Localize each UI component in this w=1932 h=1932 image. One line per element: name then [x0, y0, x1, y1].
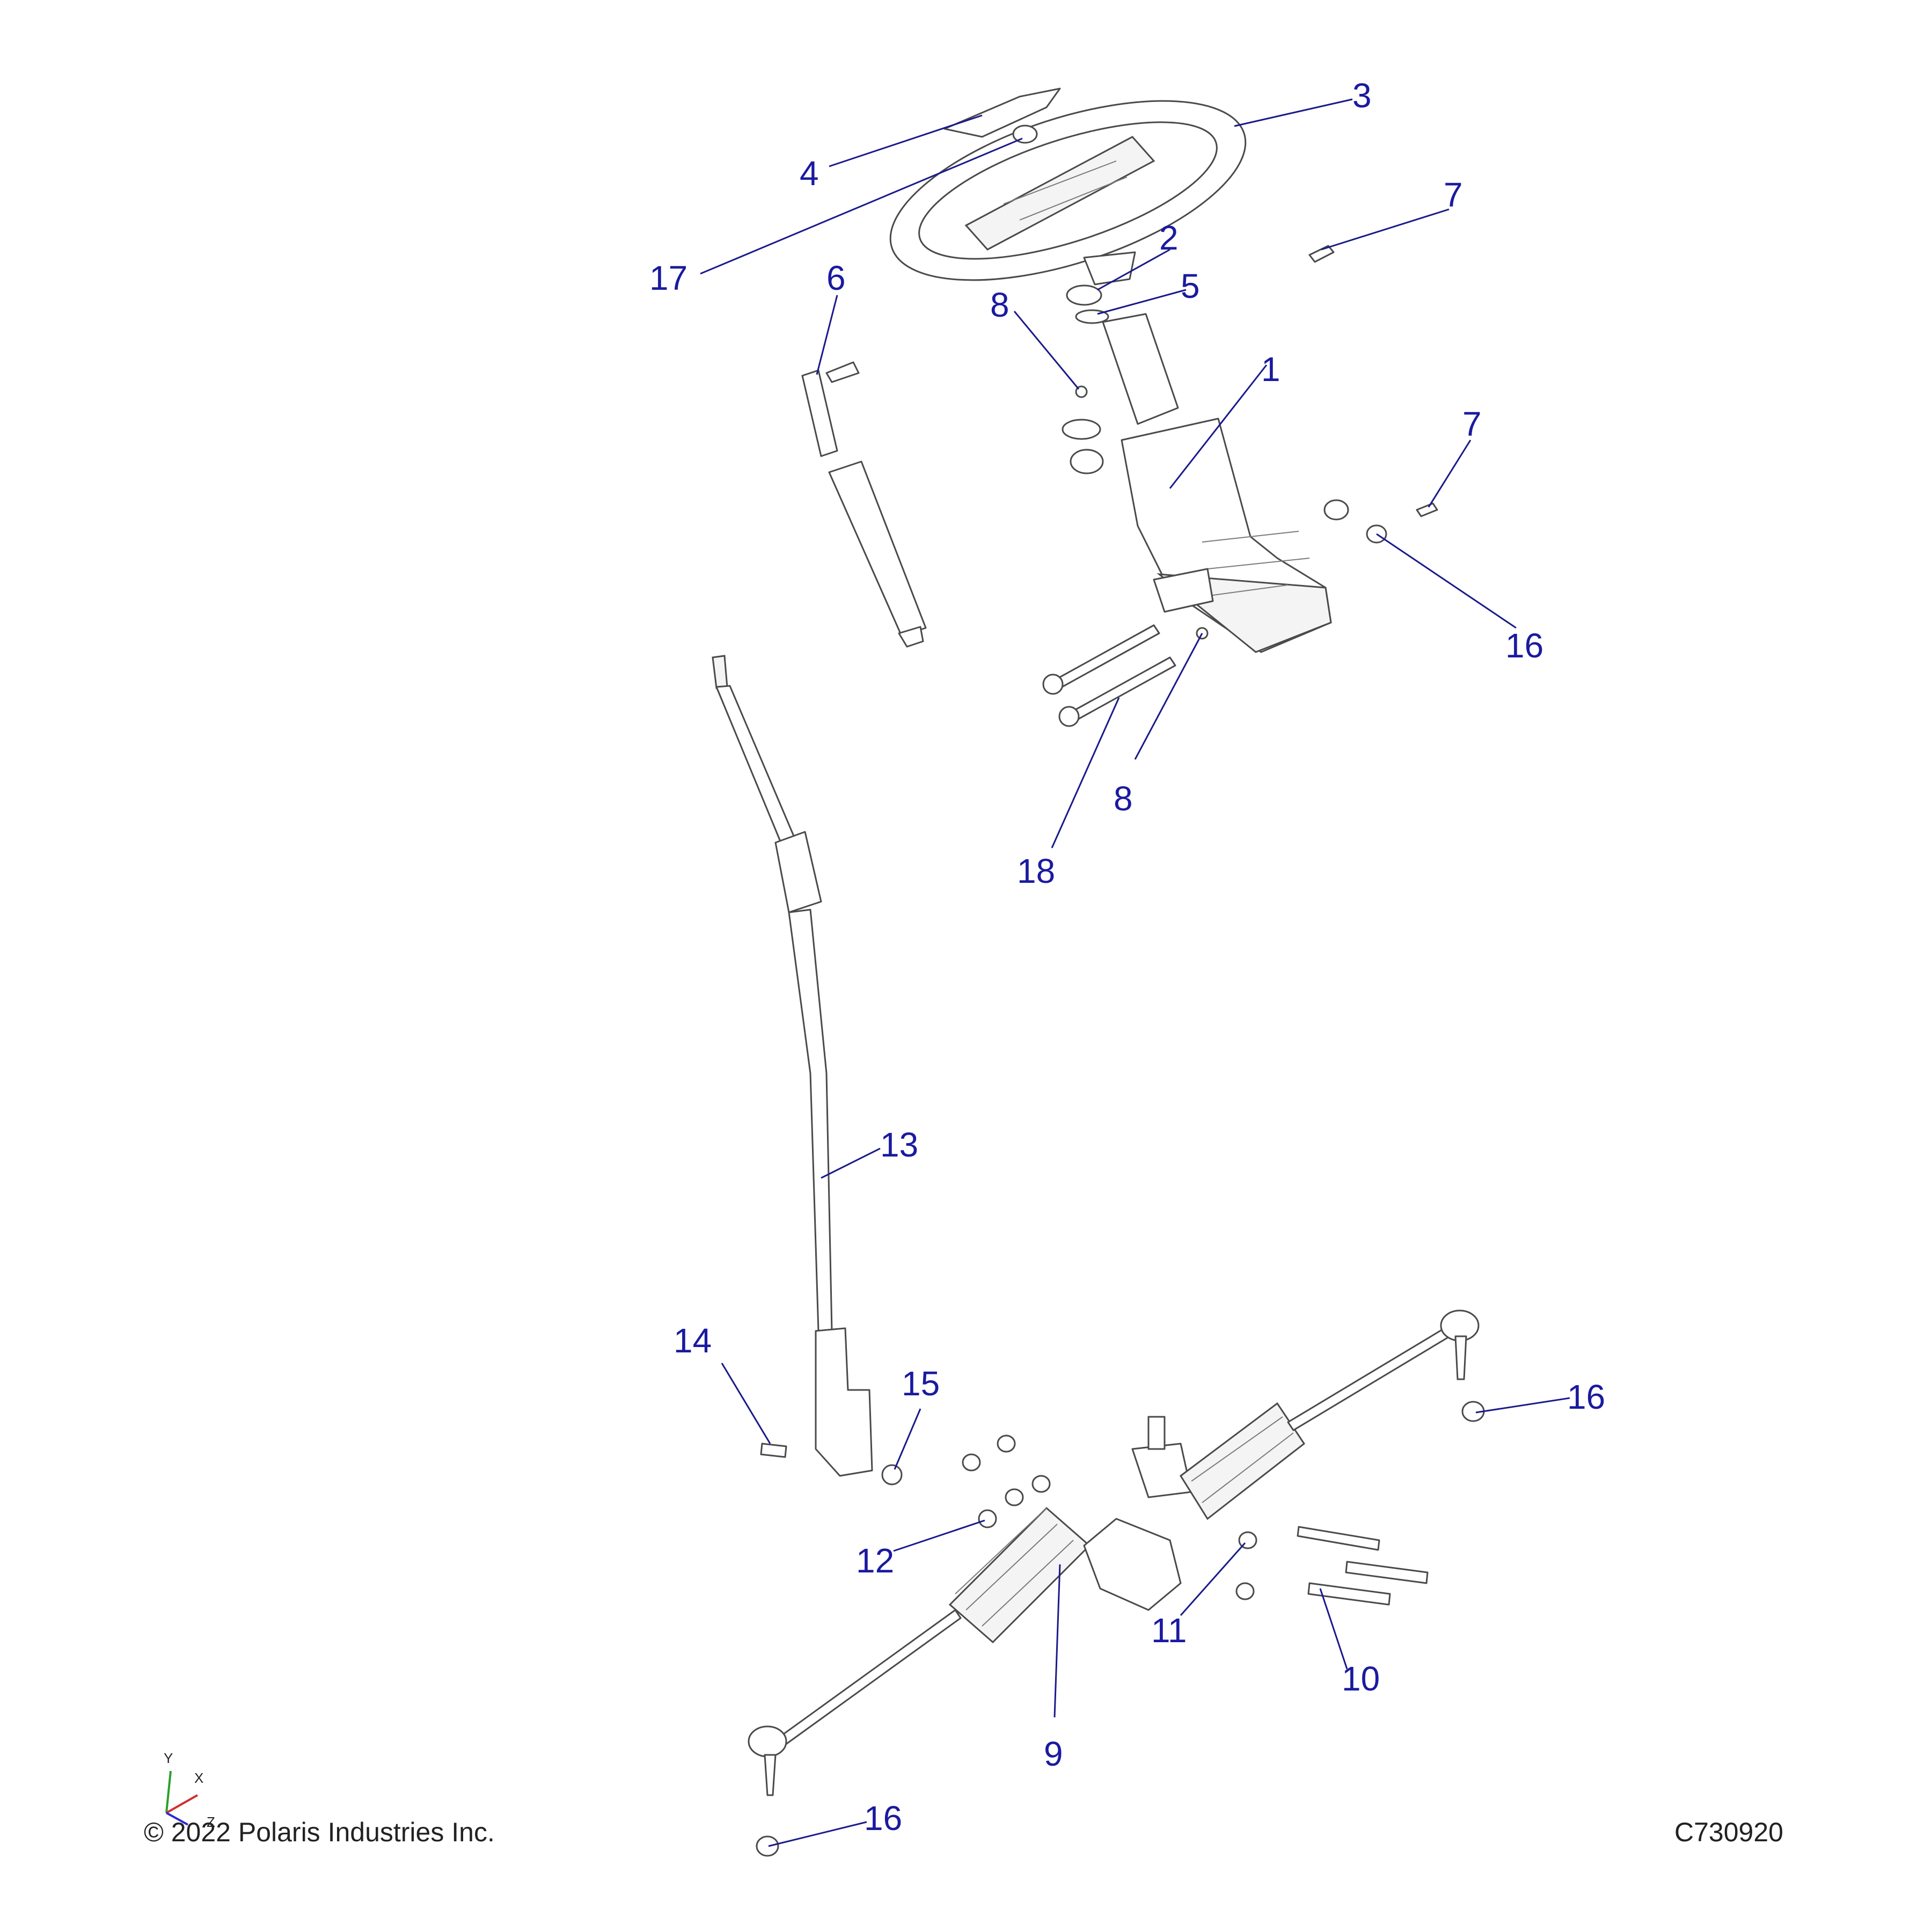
- callout-1: 1: [1261, 350, 1280, 389]
- callout-labels: 1 2 3 4 5 6 7 7 8 8 9 10 11 12 13 14 15 …: [649, 76, 1605, 1838]
- axis-z-label: Z: [207, 1814, 215, 1830]
- callout-17: 17: [649, 259, 687, 297]
- drawing-id: C730920: [1674, 1817, 1783, 1847]
- callout-15: 15: [902, 1364, 940, 1403]
- u-joint-nut: [881, 1464, 903, 1485]
- callout-6: 6: [826, 259, 846, 297]
- axis-triad: Y X Z: [164, 1750, 215, 1830]
- gas-strut: [801, 361, 927, 648]
- steering-wheel: [889, 100, 1247, 286]
- nut-16-lower: [756, 1835, 779, 1857]
- screw-upper: [1308, 245, 1335, 263]
- callout-16-upper: 16: [1505, 626, 1543, 665]
- callout-5: 5: [1181, 267, 1200, 305]
- intermediate-steering-shaft: [712, 655, 873, 1477]
- leader-lines: [700, 98, 1570, 1847]
- callout-12: 12: [856, 1541, 894, 1580]
- axis-x-label: X: [194, 1770, 203, 1786]
- callout-3: 3: [1352, 76, 1372, 115]
- wheel-nut: [1012, 125, 1038, 144]
- washer-12: [978, 1509, 997, 1528]
- callout-18: 18: [1017, 852, 1055, 890]
- rack-long-bolt-2: [1345, 1561, 1429, 1584]
- u-joint-bolt: [760, 1443, 787, 1458]
- callout-8-upper: 8: [990, 286, 1009, 324]
- callout-16-right: 16: [1567, 1378, 1605, 1416]
- callout-11: 11: [1151, 1611, 1187, 1650]
- callout-2: 2: [1159, 218, 1179, 257]
- axis-y-label: Y: [164, 1750, 173, 1766]
- wheel-center-cap: [943, 87, 1061, 138]
- callout-13: 13: [880, 1125, 918, 1164]
- callout-9: 9: [1044, 1735, 1063, 1773]
- callout-7-upper: 7: [1444, 175, 1463, 214]
- upper-bushing: [1066, 284, 1102, 306]
- rack-long-bolt-3: [1307, 1582, 1391, 1606]
- rack-long-bolt-1: [1297, 1526, 1380, 1551]
- callout-10: 10: [1342, 1659, 1380, 1698]
- screw-lower: [1416, 502, 1438, 517]
- callout-14: 14: [674, 1321, 712, 1360]
- steering-column-bracket: [1062, 313, 1332, 653]
- callout-7-lower: 7: [1462, 405, 1482, 443]
- steering-rack-assembly: [748, 1309, 1480, 1796]
- callout-8-lower: 8: [1114, 779, 1133, 818]
- nut-upper-left: [1323, 499, 1349, 521]
- rack-bolt-lower: [1235, 1582, 1255, 1600]
- copyright-text: © 2022 Polaris Industries Inc.: [144, 1817, 495, 1847]
- callout-4: 4: [800, 154, 819, 193]
- callout-16-lower: 16: [864, 1799, 902, 1838]
